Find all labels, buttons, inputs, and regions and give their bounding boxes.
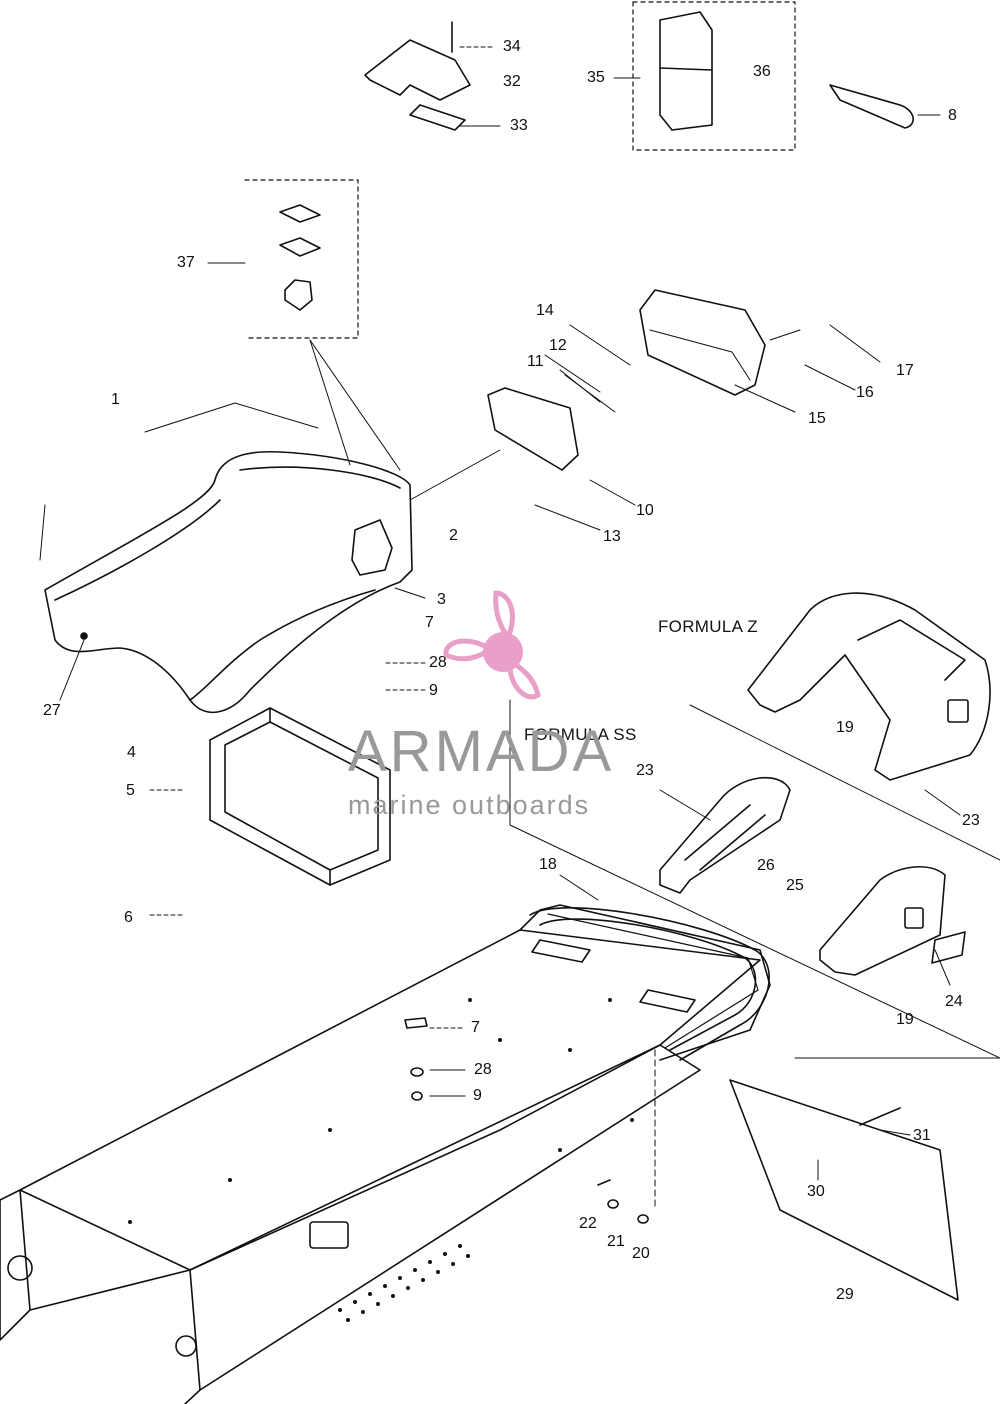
callout-20: 20 [632,1245,650,1262]
inset-37 [244,179,359,339]
callout-21: 21 [607,1233,625,1250]
chassis-frame [0,904,771,1404]
callout-33: 33 [510,117,528,134]
callout-14: 14 [536,302,554,319]
callout-5: 5 [126,782,135,799]
callout-31: 31 [913,1127,931,1144]
callout-17: 17 [896,362,914,379]
callout-29: 29 [836,1286,854,1303]
leader-lines [39,46,1000,1211]
callout-35: 35 [587,69,605,86]
callout-37: 37 [177,254,195,271]
callout-15: 15 [808,410,826,427]
callout-9-upper: 9 [429,682,438,699]
callout-24: 24 [945,993,963,1010]
callout-4: 4 [127,744,136,761]
cargo-cover-ss [659,776,791,894]
tool-holder-bracket [364,21,471,131]
variant-label-formula-z: FORMULA Z [658,617,758,636]
chassis-perforations [128,998,634,1322]
variant-label-formula-ss: FORMULA SS [524,725,637,744]
seat-base-box [209,707,391,886]
callout-28-lower: 28 [474,1061,492,1078]
callout-25: 25 [786,877,804,894]
wrench-tool [829,84,914,129]
callout-23-z: 23 [962,812,980,829]
callout-18: 18 [539,856,557,873]
snowflap [729,1079,959,1301]
callout-34: 34 [503,38,521,55]
callout-6: 6 [124,909,133,926]
taillight-housing [487,289,766,471]
callout-3: 3 [437,591,446,608]
callout-23-ss: 23 [636,762,654,779]
callout-7-upper: 7 [425,614,434,631]
callout-30: 30 [807,1183,825,1200]
callout-10: 10 [636,502,654,519]
callout-8: 8 [948,107,957,124]
callout-26: 26 [757,857,775,874]
callout-36: 36 [753,63,771,80]
callout-16: 16 [856,384,874,401]
callout-22: 22 [579,1215,597,1232]
callout-13: 13 [603,528,621,545]
rear-frame-formula-z [747,592,991,781]
rear-frame-formula-ss [819,865,966,976]
callout-19-formula-z: 19 [836,719,854,736]
callout-2: 2 [449,527,458,544]
callout-32: 32 [503,73,521,90]
callout-9-lower: 9 [473,1087,482,1104]
callout-12: 12 [549,337,567,354]
rear-grab-handle [529,907,770,1061]
chassis-bolts [404,1017,649,1224]
callout-1: 1 [111,391,120,408]
seat-assembly [44,450,413,714]
callout-27: 27 [43,702,61,719]
callout-7-lower: 7 [471,1019,480,1036]
callout-19-formula-ss: 19 [896,1011,914,1028]
callout-28-upper: 28 [429,654,447,671]
callout-11: 11 [527,353,544,370]
toolkit-box [632,1,796,151]
